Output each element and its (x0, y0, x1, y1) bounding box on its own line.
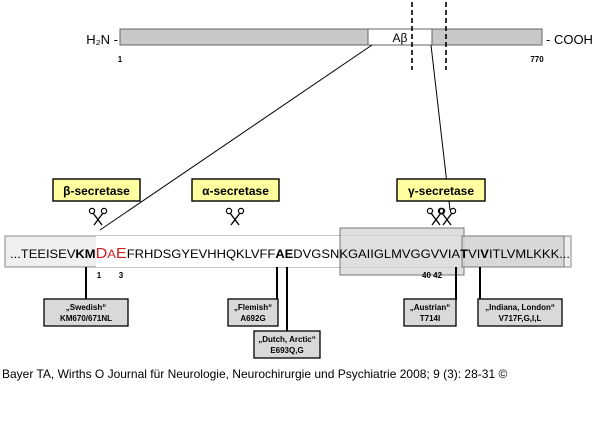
alpha-secretase-label: α-secretase (202, 184, 269, 198)
sequence-segment: ITLVMLKKK... (489, 247, 570, 261)
gamma-secretase-label: γ-secretase (408, 184, 474, 198)
app-protein-bar-right (431, 28, 543, 46)
sequence-segment: KM (75, 247, 95, 261)
abeta-label: Aβ (393, 31, 408, 45)
mutation-box-swedish: „Swedish“ KM670/671NL (43, 298, 129, 327)
mutation-detail: A692G (240, 314, 265, 323)
mutation-detail: KM670/671NL (60, 314, 112, 323)
mutation-detail: T714I (420, 314, 440, 323)
position-label-3: 3 (119, 271, 124, 280)
sequence-segment: T (460, 247, 469, 261)
start-residue-label: 1 (118, 55, 123, 64)
c-terminus-label: - COOH (546, 32, 593, 47)
sequence-segment: E (116, 245, 127, 262)
beta-secretase-box (52, 178, 141, 202)
mutation-name: „Austrian“ (410, 303, 450, 312)
mutation-name: „Indiana, London“ (485, 303, 555, 312)
mutation-name: „Flemish“ (234, 303, 272, 312)
sequence-segment: ...TEEISEV (10, 247, 75, 261)
beta-secretase-label: β-secretase (63, 184, 130, 198)
sequence-segment: FRHDSGYEVHHQKLVFF (127, 247, 276, 261)
mutation-box-indiana-london: „Indiana, London“ V717F,G,I,L (477, 298, 563, 327)
mutation-box-dutch-arctic: „Dutch, Arctic“ E693Q,G (253, 330, 321, 359)
position-label-40-42: 40 42 (422, 271, 443, 280)
scissors-icon (426, 207, 446, 226)
mutation-detail: E693Q,G (270, 346, 303, 355)
gamma-secretase-box (396, 178, 486, 202)
scissors-icon (437, 207, 457, 226)
mutation-box-flemish: „Flemish“ A692G (227, 298, 279, 327)
mutation-name: „Swedish“ (66, 303, 106, 312)
position-label-1: 1 (97, 271, 102, 280)
n-terminus-label: H₂N - (86, 32, 118, 47)
mutation-detail: V717F,G,I,L (499, 314, 542, 323)
end-residue-label: 770 (530, 55, 544, 64)
mutation-box-austrian: „Austrian“ T714I (403, 298, 457, 327)
sequence-segment: V (480, 247, 489, 261)
scissors-icon (88, 207, 108, 226)
app-protein-bar-left (119, 28, 369, 46)
sequence-segment: D (96, 245, 108, 262)
zoom-line-left (99, 44, 373, 231)
sequence-segment: AE (275, 247, 293, 261)
scissors-icon (225, 207, 245, 226)
alpha-secretase-box (191, 178, 280, 202)
mutation-name: „Dutch, Arctic“ (258, 335, 316, 344)
citation-text: Bayer TA, Wirths O Journal für Neurologi… (2, 367, 507, 381)
sequence-segment: VI (468, 247, 480, 261)
sequence-segment: DVGSNKGAIIGLMVGGVVIA (293, 247, 460, 261)
transmembrane-region (339, 227, 465, 276)
sequence-segment: A (107, 247, 116, 261)
transmembrane-region-extension (461, 235, 565, 268)
